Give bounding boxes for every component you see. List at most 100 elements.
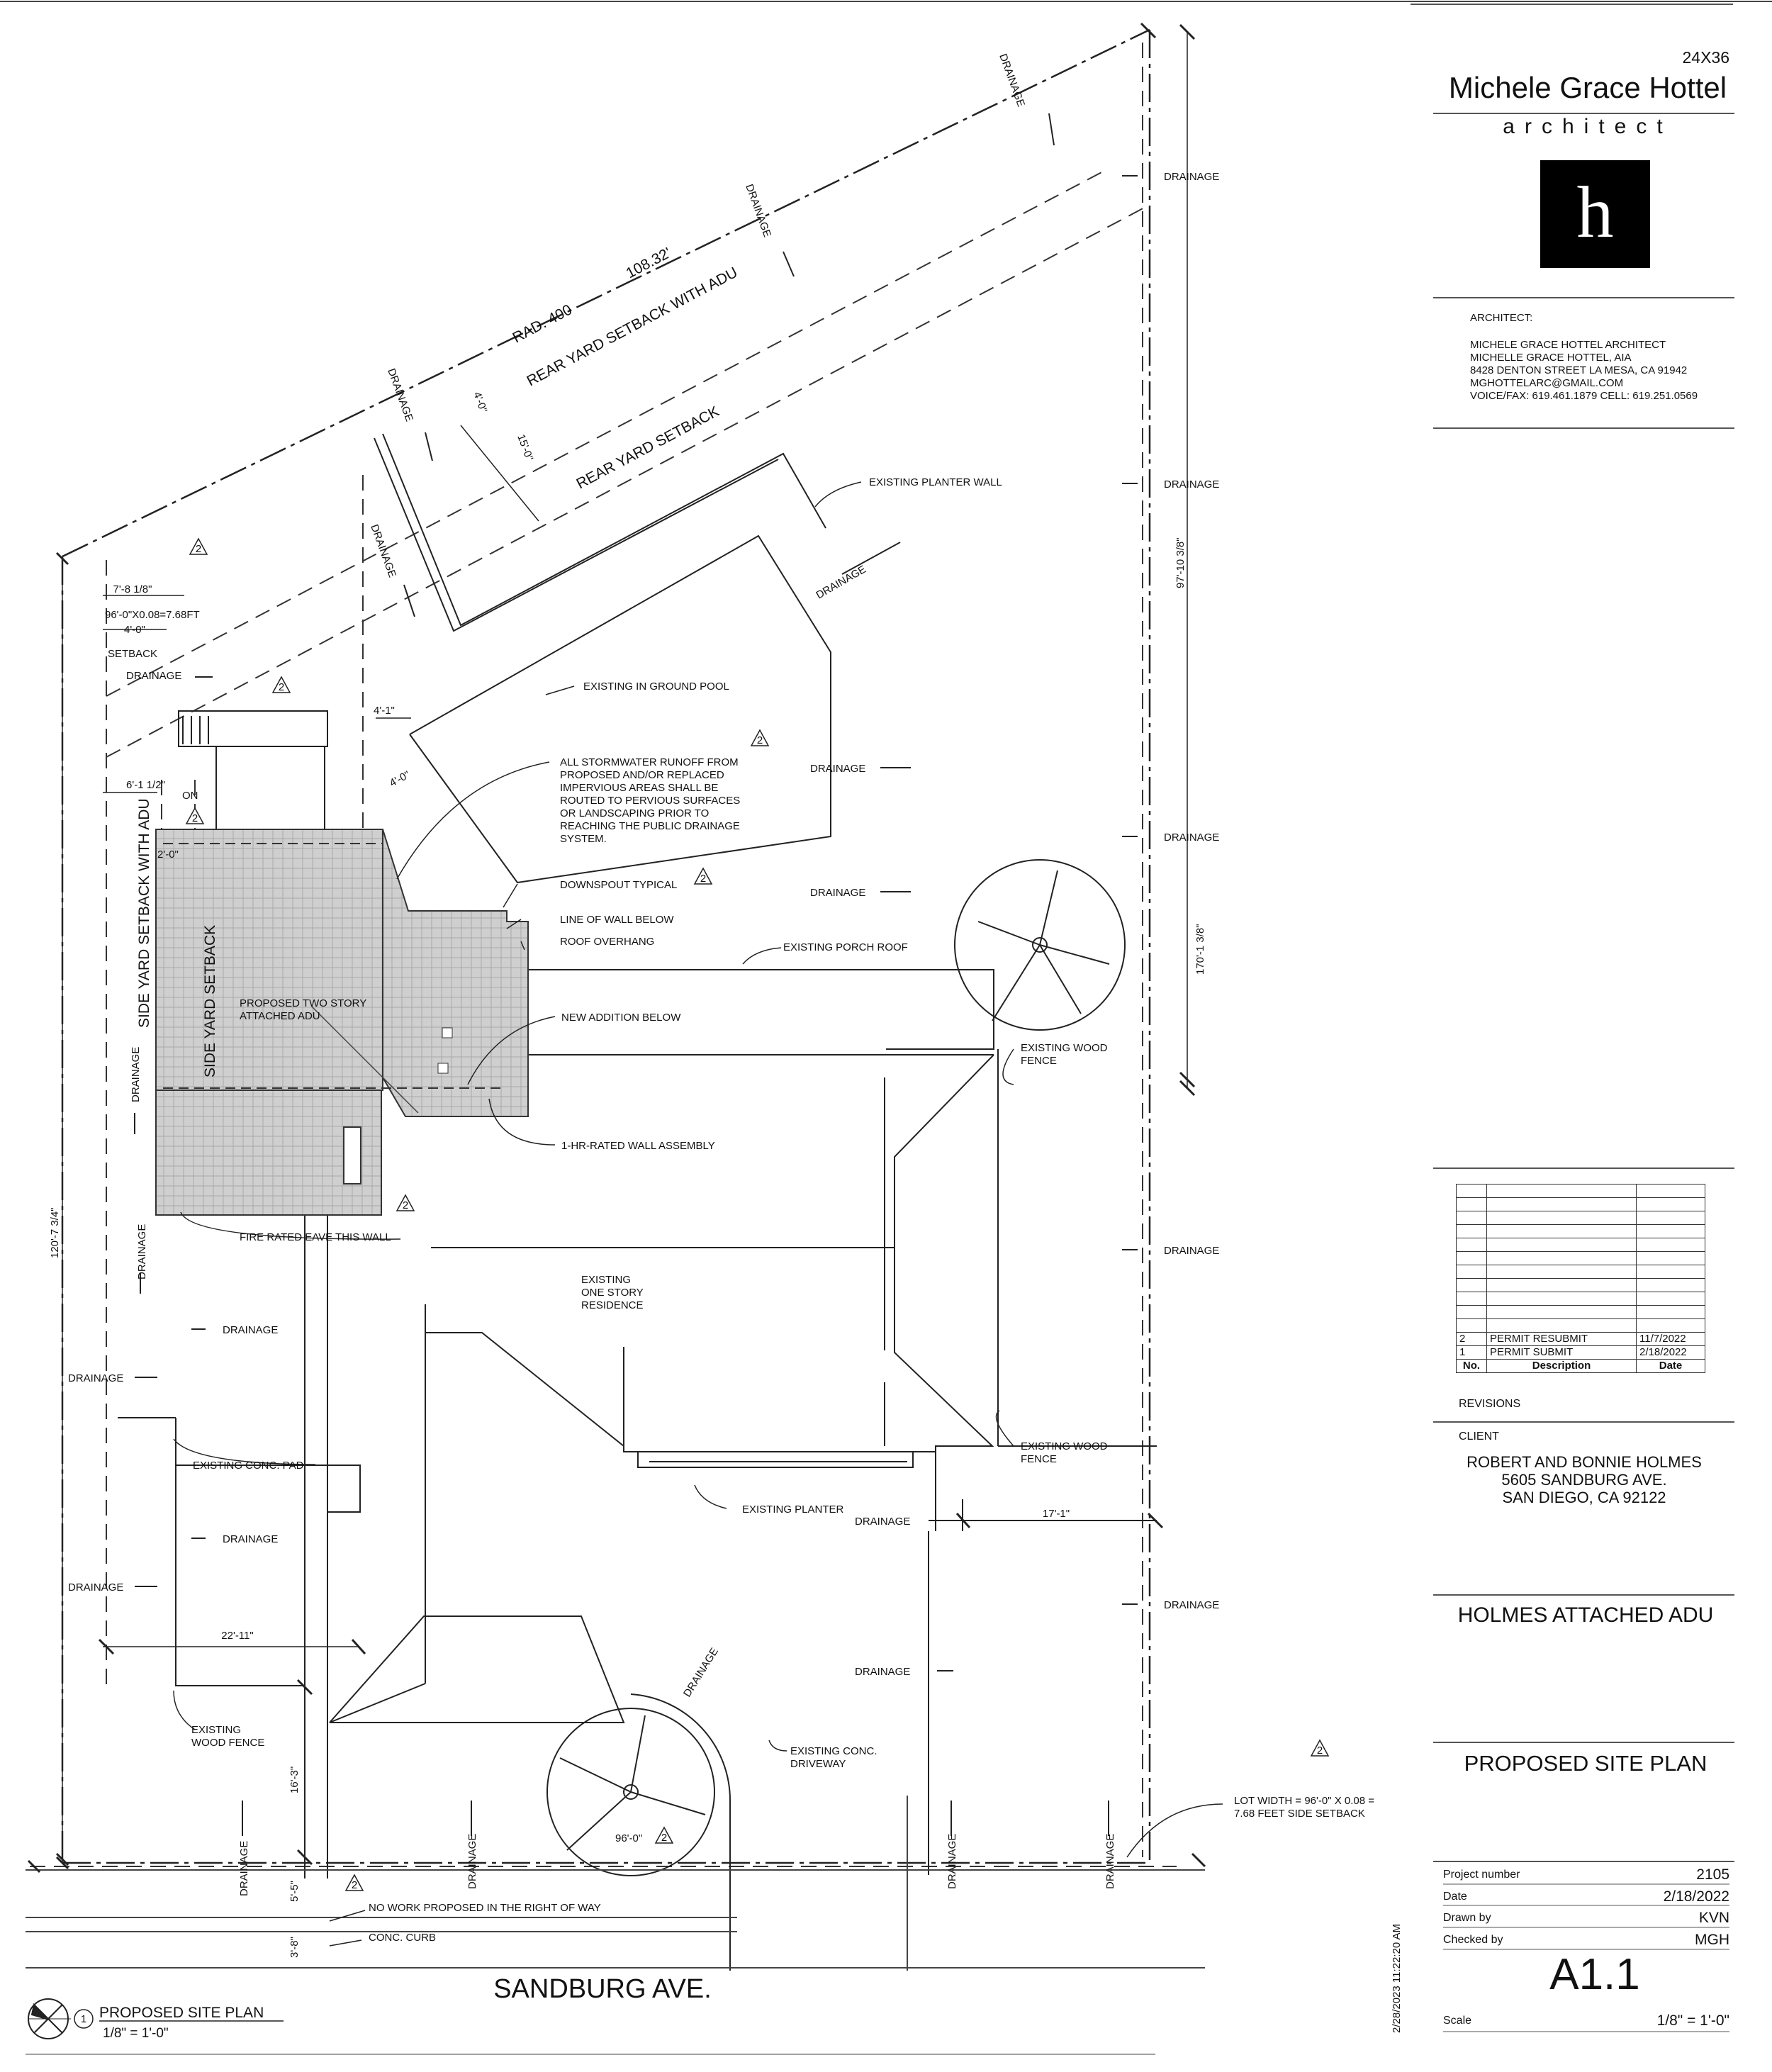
table-header: No. Description Date (1456, 1359, 1705, 1373)
sheet-number: A1.1 (1549, 1950, 1640, 1999)
proposed-adu (155, 829, 529, 1216)
firm-name: Michele Grace Hottel (1448, 71, 1727, 104)
label-fire-rated-eave: FIRE RATED EAVE THIS WALL (240, 1231, 391, 1243)
rev-description: PERMIT SUBMIT (1486, 1345, 1637, 1360)
label-wood-fence: EXISTING WOOD (1021, 1440, 1108, 1452)
dim-text: 2'-0" (157, 849, 179, 861)
dimension-ticks (27, 22, 1206, 1874)
table-row (1456, 1278, 1705, 1292)
sheet-size: 24X36 (1682, 48, 1729, 67)
dim-text: 4'-0" (471, 391, 489, 415)
table-row (1456, 1224, 1705, 1238)
rev-date: 2/18/2022 (1636, 1345, 1705, 1360)
drainage-label: DRAINAGE (368, 523, 398, 579)
svg-text:OR LANDSCAPING PRIOR TO: OR LANDSCAPING PRIOR TO (560, 807, 709, 819)
rev-tag: 2 (1317, 1745, 1323, 1757)
north-arrow (28, 1998, 71, 2039)
label-proposed-adu: PROPOSED TWO STORY (240, 997, 366, 1009)
table-row (1456, 1292, 1705, 1306)
label-lot-width: LOT WIDTH = 96'-0" X 0.08 = (1234, 1795, 1374, 1807)
label-wood-fence: FENCE (1021, 1055, 1057, 1067)
drainage-label: DRAINAGE (68, 1581, 123, 1594)
label-wood-fence: EXISTING WOOD (1021, 1042, 1108, 1054)
rev-tag: 2 (279, 681, 284, 693)
view-bubble (74, 2009, 94, 2029)
label-wood-fence: WOOD FENCE (191, 1737, 264, 1749)
drainage-label: DRAINAGE (997, 52, 1027, 108)
drainage-label: DRAINAGE (1164, 1245, 1219, 1257)
dim-text: 97'-10 3/8" (1174, 537, 1187, 588)
rev-tag: 2 (757, 734, 763, 746)
svg-text:IMPERVIOUS AREAS SHALL BE: IMPERVIOUS AREAS SHALL BE (560, 782, 718, 794)
rev-description: PERMIT RESUBMIT (1486, 1332, 1637, 1346)
label-new-addition: NEW ADDITION BELOW (561, 1012, 681, 1024)
drainage-label: DRAINAGE (136, 1224, 148, 1279)
label-line-of-wall: LINE OF WALL BELOW (560, 914, 674, 926)
dim-text: 7'-8 1/8" (113, 583, 152, 595)
existing-pool (409, 534, 831, 884)
drainage-label: DRAINAGE (223, 1533, 278, 1545)
drawn-by-row: Drawn by KVN (1443, 1910, 1729, 1926)
table-row: 1 PERMIT SUBMIT 2/18/2022 (1456, 1345, 1705, 1360)
label-side-setback: SIDE YARD SETBACK (202, 925, 218, 1077)
drainage-label: DRAINAGE (68, 1372, 123, 1384)
project-number: 2105 (1696, 1866, 1729, 1883)
svg-text:ROUTED TO PERVIOUS SURFACES: ROUTED TO PERVIOUS SURFACES (560, 795, 740, 807)
label-existing-planter: EXISTING PLANTER (742, 1503, 844, 1516)
architect-line: 8428 DENTON STREET LA MESA, CA 91942 (1470, 364, 1688, 376)
svg-text:PROPOSED AND/OR REPLACED: PROPOSED AND/OR REPLACED (560, 769, 724, 781)
label-downspout: DOWNSPOUT TYPICAL (560, 879, 677, 891)
drainage-label: DRAINAGE (810, 763, 865, 775)
drainage-label: DRAINAGE (385, 367, 415, 423)
client-line: ROBERT AND BONNIE HOLMES (1467, 1453, 1702, 1471)
dim-text: 4'-0" (388, 768, 412, 789)
label-existing-planter-wall: EXISTING PLANTER WALL (869, 476, 1002, 488)
revision-triangles (185, 537, 1330, 1891)
dim-text: 3'-8" (288, 1937, 301, 1958)
dim-text: 22'-11" (221, 1630, 253, 1642)
col-header: Date (1636, 1359, 1705, 1373)
drainage-label: DRAINAGE (1164, 1599, 1219, 1611)
street-name: SANDBURG AVE. (493, 1974, 712, 2004)
view-scale: 1/8" = 1'-0" (103, 2026, 169, 2041)
dim-text: 4'-1" (374, 705, 395, 717)
firm-logo: h (1540, 160, 1650, 268)
project-title: HOLMES ATTACHED ADU (1457, 1603, 1714, 1627)
dim-text: 170'-1 3/8" (1194, 924, 1206, 975)
checked-by: MGH (1695, 1932, 1729, 1948)
leader-lines (173, 481, 1223, 1947)
rev-tag: 2 (403, 1199, 408, 1211)
rev-tag: 2 (661, 1832, 667, 1844)
drainage-label: DRAINAGE (855, 1516, 910, 1528)
drainage-arrows (134, 113, 1138, 1836)
drainage-label: DRAINAGE (681, 1646, 721, 1699)
architect-line: MICHELLE GRACE HOTTEL, AIA (1470, 352, 1632, 364)
col-header: Description (1486, 1359, 1637, 1373)
dimension-lines (62, 32, 1188, 1863)
revisions-label: REVISIONS (1459, 1398, 1521, 1410)
adu-stairs (178, 710, 328, 829)
drainage-label: DRAINAGE (855, 1666, 910, 1678)
drainage-label: DRAINAGE (810, 887, 865, 899)
dim-text: 16'-3" (288, 1766, 301, 1793)
view-number: 1 (81, 2013, 86, 2025)
drainage-label: DRAINAGE (946, 1834, 958, 1889)
architect-line: VOICE/FAX: 619.461.1879 CELL: 619.251.05… (1470, 390, 1698, 402)
dim-text: 4'-0" (124, 624, 145, 636)
dim-text: 6'-1 1/2" (126, 779, 165, 791)
svg-text:REACHING THE PUBLIC DRAINAGE: REACHING THE PUBLIC DRAINAGE (560, 820, 740, 832)
drainage-label: DRAINAGE (743, 183, 773, 239)
rev-tag: 2 (352, 1879, 357, 1891)
architect-label: ARCHITECT: (1470, 312, 1533, 324)
dim-text: 96'-0"X0.08=7.68FT (105, 609, 200, 621)
table-row (1456, 1211, 1705, 1225)
drainage-label: DRAINAGE (466, 1834, 478, 1889)
date-value: 2/18/2022 (1663, 1888, 1729, 1905)
view-title: PROPOSED SITE PLAN (99, 2005, 264, 2021)
table-row: 2 PERMIT RESUBMIT 11/7/2022 (1456, 1332, 1705, 1346)
tree-backyard (954, 859, 1126, 1031)
label-roof-overhang: ROOF OVERHANG (560, 936, 654, 948)
plot-stamp: 2/28/2023 11:22:20 AM (1391, 1923, 1403, 2033)
dim-text: 5'-5" (288, 1881, 301, 1902)
